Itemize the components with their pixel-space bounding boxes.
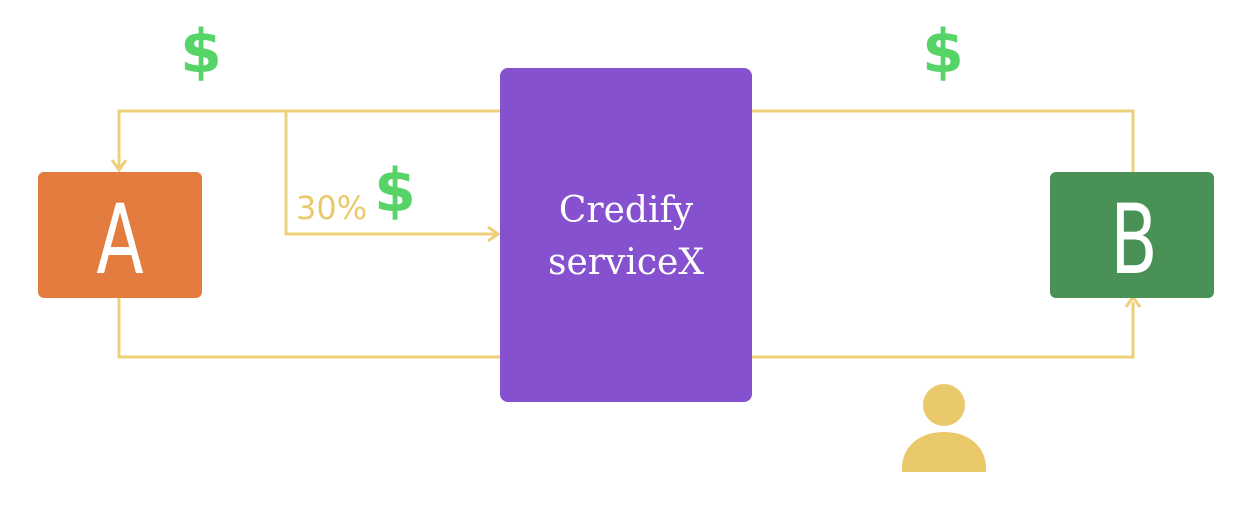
flow-lines [110, 109, 1142, 359]
share-percent-label: 30% [296, 189, 367, 227]
arrowhead-into-service [487, 225, 501, 243]
service-subname: serviceX [548, 242, 704, 283]
dollar-icon-share: $ [374, 156, 416, 226]
node-a-box [38, 172, 202, 298]
flow-share-to-service [284, 111, 496, 236]
node-b-box [1050, 172, 1214, 298]
node-a-label: A [96, 183, 143, 295]
flow-service-to-b-top [752, 109, 1135, 172]
flow-a-to-service [117, 298, 500, 359]
user-icon-body [902, 432, 986, 472]
service-name: Credify [559, 190, 694, 231]
node-b: B [1050, 172, 1214, 298]
arrowhead-into-a [110, 159, 128, 173]
user-icon [902, 384, 986, 472]
dollar-icon-top-left: $ [180, 17, 222, 87]
node-a: A [38, 172, 202, 298]
dollar-icon-top-right: $ [922, 17, 964, 87]
user-icon-head [923, 384, 965, 426]
node-b-label: B [1110, 183, 1157, 295]
flow-service-to-a [117, 109, 500, 168]
flow-service-to-b [752, 302, 1135, 359]
service-box [500, 68, 752, 402]
service-node: Credify serviceX [500, 68, 752, 402]
